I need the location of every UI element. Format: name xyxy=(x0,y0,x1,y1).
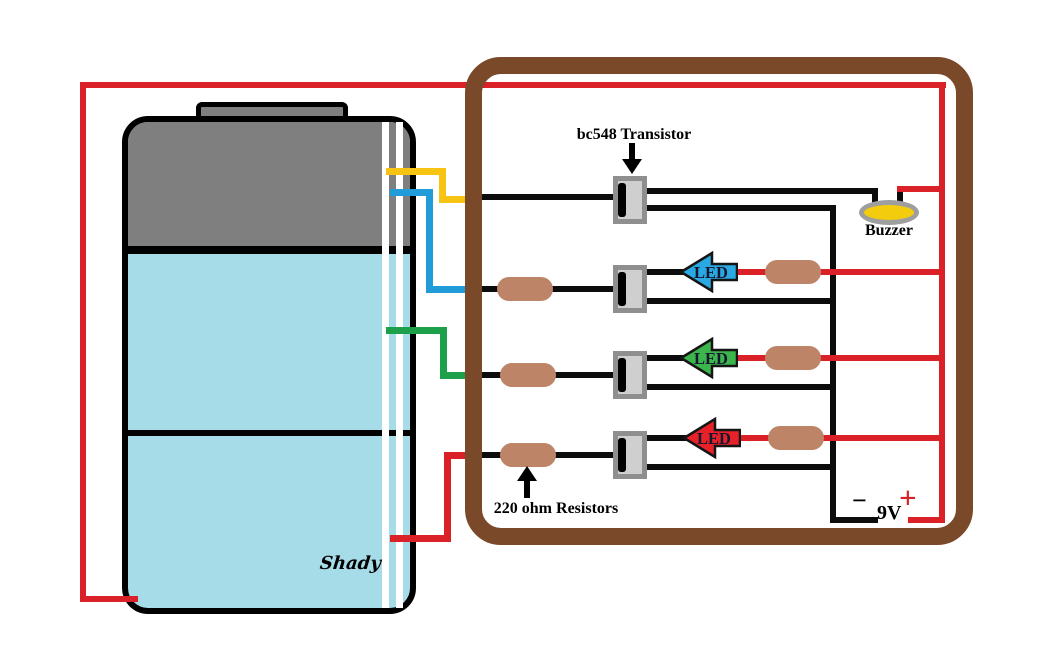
red-led-label: LED xyxy=(697,429,731,448)
wire-emitter-row3 xyxy=(645,384,836,390)
buzzer-label: Buzzer xyxy=(865,222,913,239)
wire-blue-probe-v xyxy=(426,189,433,293)
transistor-2 xyxy=(613,265,647,313)
tank-empty-section xyxy=(128,122,410,246)
wire-buzzer-right-lead xyxy=(897,190,903,204)
green-led-label: LED xyxy=(694,349,728,368)
wire-base-row1 xyxy=(482,194,614,200)
wire-collector-row3 xyxy=(645,355,686,361)
wire-green-probe-v xyxy=(440,327,447,379)
transistor-4 xyxy=(613,431,647,479)
signature: Shady xyxy=(318,553,382,574)
wire-buzzer-positive xyxy=(897,186,942,192)
wire-blue-probe-h xyxy=(390,189,433,196)
wire-ground-bus xyxy=(830,205,836,523)
wire-green-probe-h xyxy=(386,327,446,334)
sensor-tube-right-wall xyxy=(396,122,403,608)
wire-collector-row4 xyxy=(645,435,689,441)
buzzer xyxy=(859,200,919,225)
up-arrow-icon xyxy=(517,466,537,498)
resistor-base-row4 xyxy=(500,443,556,467)
wire-buzzer-left-lead xyxy=(872,191,878,205)
battery-plus-sign: + xyxy=(899,480,917,515)
resistor-base-row3 xyxy=(500,363,556,387)
wire-red-probe-in xyxy=(444,452,482,459)
wire-anode-row4 xyxy=(733,435,942,441)
wire-yellow-probe-v xyxy=(439,168,446,201)
wire-positive-left xyxy=(80,82,86,602)
wire-yellow-probe-h xyxy=(386,168,446,175)
wire-emitter-row1 xyxy=(645,205,836,211)
water-tank xyxy=(122,116,416,614)
wire-common-probe xyxy=(80,596,138,602)
wire-positive-top xyxy=(80,82,946,88)
transistor-3 xyxy=(613,351,647,399)
battery-minus-sign: − xyxy=(852,486,867,515)
red-led: LED xyxy=(683,416,741,460)
resistor-led-row4 xyxy=(768,426,824,450)
resistor-base-row2 xyxy=(497,277,553,301)
tank-water-line-upper xyxy=(128,246,410,254)
green-led: LED xyxy=(680,336,738,380)
down-arrow-icon xyxy=(622,143,642,174)
wire-red-probe-h xyxy=(390,535,451,542)
transistor-1 xyxy=(613,176,647,224)
tank-water-line-lower xyxy=(128,430,410,436)
blue-led: LED xyxy=(680,250,738,294)
wire-collector-row2 xyxy=(645,269,686,275)
wire-anode-row2 xyxy=(730,269,942,275)
wire-anode-row3 xyxy=(730,355,942,361)
resistor-led-row3 xyxy=(765,346,821,370)
wire-emitter-row2 xyxy=(645,298,836,304)
transistor-label: bc548 Transistor xyxy=(576,126,692,143)
battery-voltage-label: 9V xyxy=(877,502,902,524)
wire-collector-row1 xyxy=(645,188,878,194)
sensor-tube-left-wall xyxy=(382,122,389,608)
wire-yellow-probe-in xyxy=(439,196,482,203)
wire-blue-probe-in xyxy=(426,286,482,293)
blue-led-label: LED xyxy=(694,263,728,282)
wire-green-probe-in xyxy=(440,372,482,379)
wire-red-probe-v xyxy=(444,452,451,542)
resistors-label: 220 ohm Resistors xyxy=(493,500,619,517)
wire-battery-plus-lead xyxy=(908,517,945,523)
wire-emitter-row4 xyxy=(645,464,836,470)
wire-ground-to-battery xyxy=(830,517,878,523)
wire-positive-bus xyxy=(939,82,945,523)
resistor-led-row2 xyxy=(765,260,821,284)
